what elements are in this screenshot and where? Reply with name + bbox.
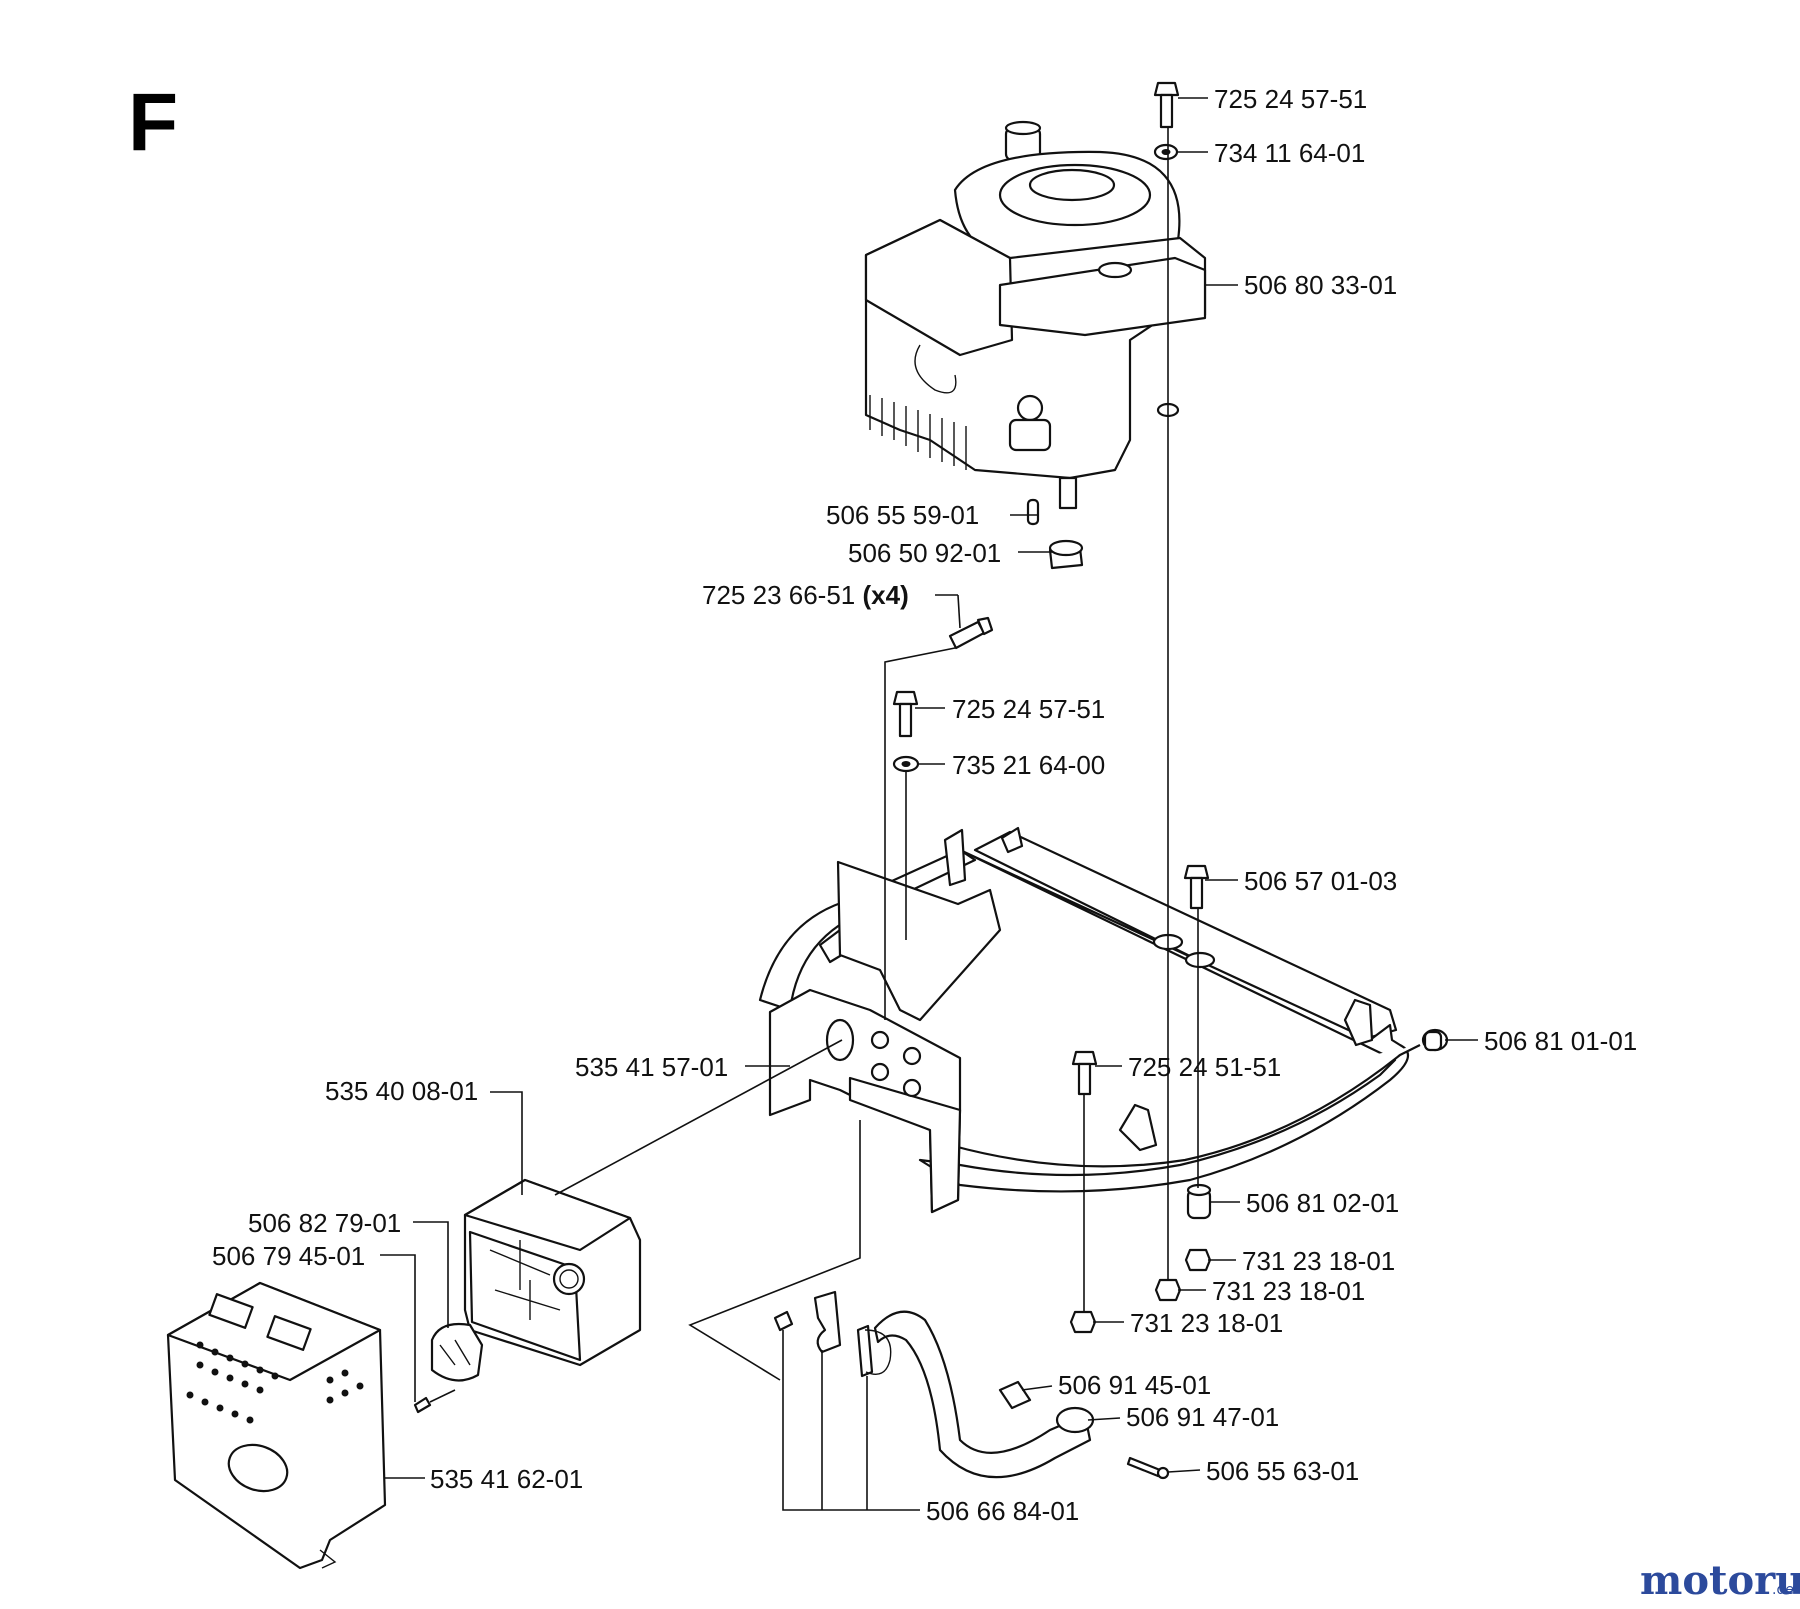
label-spacer: 506 81 02-01	[1246, 1188, 1399, 1218]
label-key: 506 55 59-01	[826, 500, 979, 530]
label-bolt-top: 725 24 57-51	[1214, 84, 1367, 114]
watermark-tld: .de	[1772, 1582, 1794, 1598]
label-bolt-mid: 725 24 57-51	[952, 694, 1105, 724]
label-washer-top: 734 11 64-01	[1214, 138, 1365, 168]
label-engine: 506 80 33-01	[1244, 270, 1397, 300]
label-screw: 506 79 45-01	[212, 1241, 365, 1271]
part-labels: 725 24 57-51 734 11 64-01 506 80 33-01 5…	[212, 84, 1637, 1526]
label-bracket: 535 41 57-01	[575, 1052, 728, 1082]
label-gasket: 506 91 45-01	[1058, 1370, 1211, 1400]
label-flange: 506 91 47-01	[1126, 1402, 1279, 1432]
label-nut-1: 731 23 18-01	[1242, 1246, 1395, 1276]
label-muffler-guard: 535 41 62-01	[430, 1464, 583, 1494]
watermark-logo: motoruf .de	[1640, 1557, 1800, 1604]
label-nut-3: 731 23 18-01	[1130, 1308, 1283, 1338]
label-clamp-kit: 506 66 84-01	[926, 1496, 1079, 1526]
label-nut-2: 731 23 18-01	[1212, 1276, 1365, 1306]
label-bolt-frame: 506 57 01-03	[1244, 866, 1397, 896]
muffler-drawing	[463, 1178, 642, 1367]
label-bolt-x4: 725 23 66-51 (x4)	[702, 580, 909, 610]
label-muffler: 535 40 08-01	[325, 1076, 478, 1106]
watermark-brand: motoruf	[1640, 1557, 1800, 1604]
label-deflector: 506 82 79-01	[248, 1208, 401, 1238]
muffler-guard-drawing	[166, 1281, 387, 1570]
leader-lines	[380, 97, 1478, 1511]
engine-drawing	[864, 120, 1207, 510]
section-letter: F	[128, 77, 178, 168]
deflector-drawing	[413, 1322, 484, 1414]
label-pulley-nut: 506 50 92-01	[848, 538, 1001, 568]
label-exhaust-bolt: 506 55 63-01	[1206, 1456, 1359, 1486]
label-cap: 506 81 01-01	[1484, 1026, 1637, 1056]
label-bolt-lower: 725 24 51-51	[1128, 1052, 1281, 1082]
label-washer-mid: 735 21 64-00	[952, 750, 1105, 780]
